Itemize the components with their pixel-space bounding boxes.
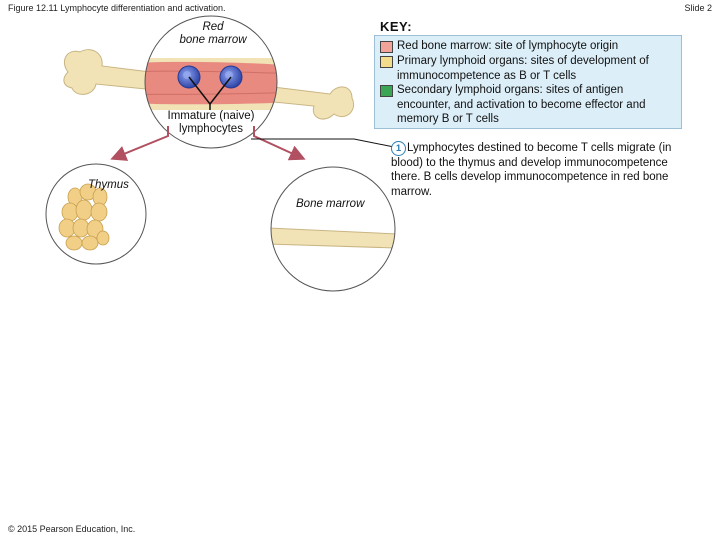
figure-title: Figure 12.11 Lymphocyte differentiation … [8, 3, 226, 13]
step-1-description: 1 Lymphocytes destined to become T cells… [391, 141, 691, 199]
label-bone-marrow: Bone marrow [296, 198, 365, 210]
step-number-badge: 1 [391, 141, 406, 156]
copyright-notice: © 2015 Pearson Education, Inc. [8, 524, 136, 534]
step-text: Lymphocytes destined to become T cells m… [391, 142, 672, 198]
thymus-circle [45, 163, 147, 265]
key-text: Red bone marrow: site of lymphocyte orig… [397, 40, 619, 52]
label-immature-lymphocytes: Immature (naive) lymphocytes [167, 110, 255, 135]
key-panel [374, 35, 682, 129]
swatch-secondary-lymphoid [380, 85, 393, 97]
key-title: KEY: [380, 19, 413, 34]
thymus-gland-illustration [58, 183, 110, 251]
key-item-red-bone-marrow: Red bone marrow: site of lymphocyte orig… [380, 39, 676, 54]
key-text: Primary lymphoid organs: sites of develo… [397, 55, 649, 82]
label-thymus: Thymus [88, 179, 129, 191]
slide-number: Slide 2 [684, 3, 712, 13]
step-leader-line [251, 138, 395, 148]
swatch-red-bone-marrow [380, 41, 393, 53]
swatch-primary-lymphoid [380, 56, 393, 68]
key-item-primary-lymphoid: Primary lymphoid organs: sites of develo… [380, 54, 676, 83]
arrow-to-thymus [110, 126, 169, 161]
bone-illustration [271, 226, 395, 252]
red-bone-marrow-circle [144, 15, 278, 149]
bone-marrow-circle [270, 166, 396, 292]
key-item-secondary-lymphoid: Secondary lymphoid organs: sites of anti… [380, 83, 676, 127]
key-text: Secondary lymphoid organs: sites of anti… [397, 84, 646, 126]
arrow-to-bone-marrow [253, 126, 306, 161]
label-red-bone-marrow: Red bone marrow [179, 21, 247, 46]
